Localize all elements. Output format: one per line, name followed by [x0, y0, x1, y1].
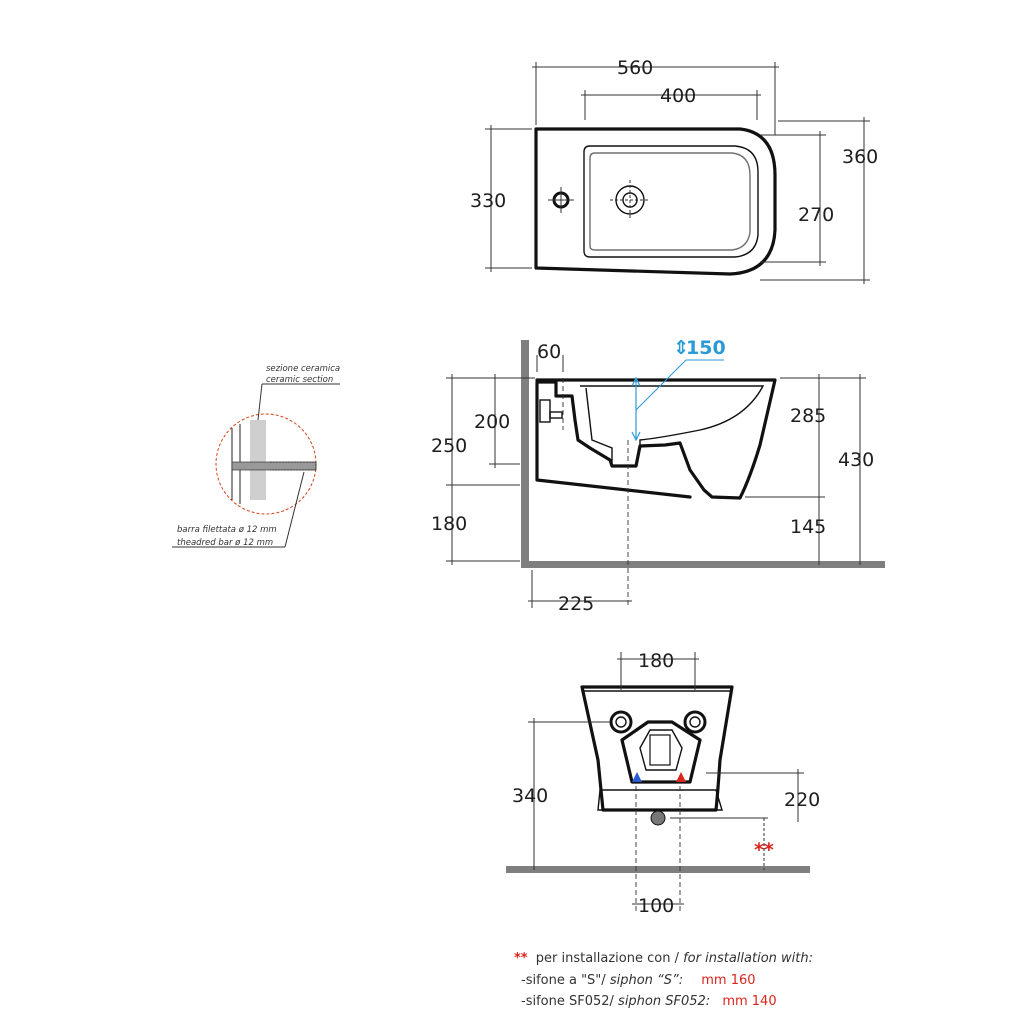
top-view: 560 400 330 360 270 — [470, 57, 878, 284]
notes-line3-it: -sifone SF052/ — [521, 994, 615, 1009]
dim-100: 100 — [638, 895, 674, 917]
floor-rear — [506, 866, 810, 873]
fixing-hole-left-icon — [609, 710, 633, 734]
installation-notes: ** per installazione con / for installat… — [514, 951, 813, 1009]
notes-line1-it: per installazione con / — [536, 951, 683, 966]
dim-250: 250 — [431, 435, 467, 457]
dim-225: 225 — [558, 593, 594, 615]
notes-line2-value: mm 160 — [701, 973, 755, 988]
adjust-arrow-icon: ⇕ — [673, 337, 689, 359]
cold-water-icon — [632, 772, 642, 782]
dim-width-overall: 560 — [617, 57, 653, 79]
rear-view: 180 340 220 ** 100 — [506, 650, 820, 917]
notes-line2-en: siphon “S”: — [610, 973, 683, 988]
side-view-outline — [535, 378, 777, 500]
dim-width-inner: 400 — [660, 85, 696, 107]
dim-depth-inner: 270 — [798, 204, 834, 226]
dim-220: 220 — [784, 789, 820, 811]
bar-label-en: theadred bar ø 12 mm — [177, 538, 273, 548]
notes-line1-en: for installation with: — [683, 951, 813, 966]
dim-180-rear: 180 — [638, 650, 674, 672]
dim-depth-overall: 360 — [842, 146, 878, 168]
dim-340: 340 — [512, 785, 548, 807]
hot-water-icon — [676, 772, 686, 782]
fixing-hole-right-icon — [683, 710, 707, 734]
rear-drain-icon — [650, 810, 666, 826]
dim-200: 200 — [474, 411, 510, 433]
top-view-bowl — [583, 145, 759, 258]
svg-text:** per installazione con: ** per installazione con / for installat… — [514, 951, 813, 966]
svg-text:-sifone SF052/ siphon SF: -sifone SF052/ siphon SF052: mm 140 — [521, 994, 777, 1009]
dim-60: 60 — [537, 341, 561, 363]
wall — [521, 340, 529, 568]
notes-line2-it: -sifone a "S"/ — [521, 973, 606, 988]
dim-285: 285 — [790, 405, 826, 427]
section-label-it: sezione ceramica — [266, 364, 340, 374]
notes-line3-en: siphon SF052: — [618, 994, 710, 1009]
dim-depth-left: 330 — [470, 190, 506, 212]
dim-180-side: 180 — [431, 513, 467, 535]
notes-marker: ** — [514, 951, 528, 966]
ceramic-section-detail: sezione ceramica ceramic section barra f… — [172, 364, 340, 548]
side-view: ⇕ 150 60 250 200 180 285 430 — [431, 337, 885, 615]
note-marker: ** — [754, 839, 774, 861]
top-view-outline — [534, 127, 777, 276]
notes-line3-value: mm 140 — [722, 994, 776, 1009]
section-label-en: ceramic section — [266, 375, 333, 385]
svg-text:-sifone a "S"/ siphon “S: -sifone a "S"/ siphon “S”: mm 160 — [521, 973, 756, 988]
dim-430: 430 — [838, 449, 874, 471]
dim-145: 145 — [790, 516, 826, 538]
floor — [521, 561, 885, 568]
dim-150: 150 — [686, 337, 726, 359]
bar-label-it: barra filettata ø 12 mm — [177, 525, 277, 535]
rear-view-outline — [580, 685, 734, 812]
